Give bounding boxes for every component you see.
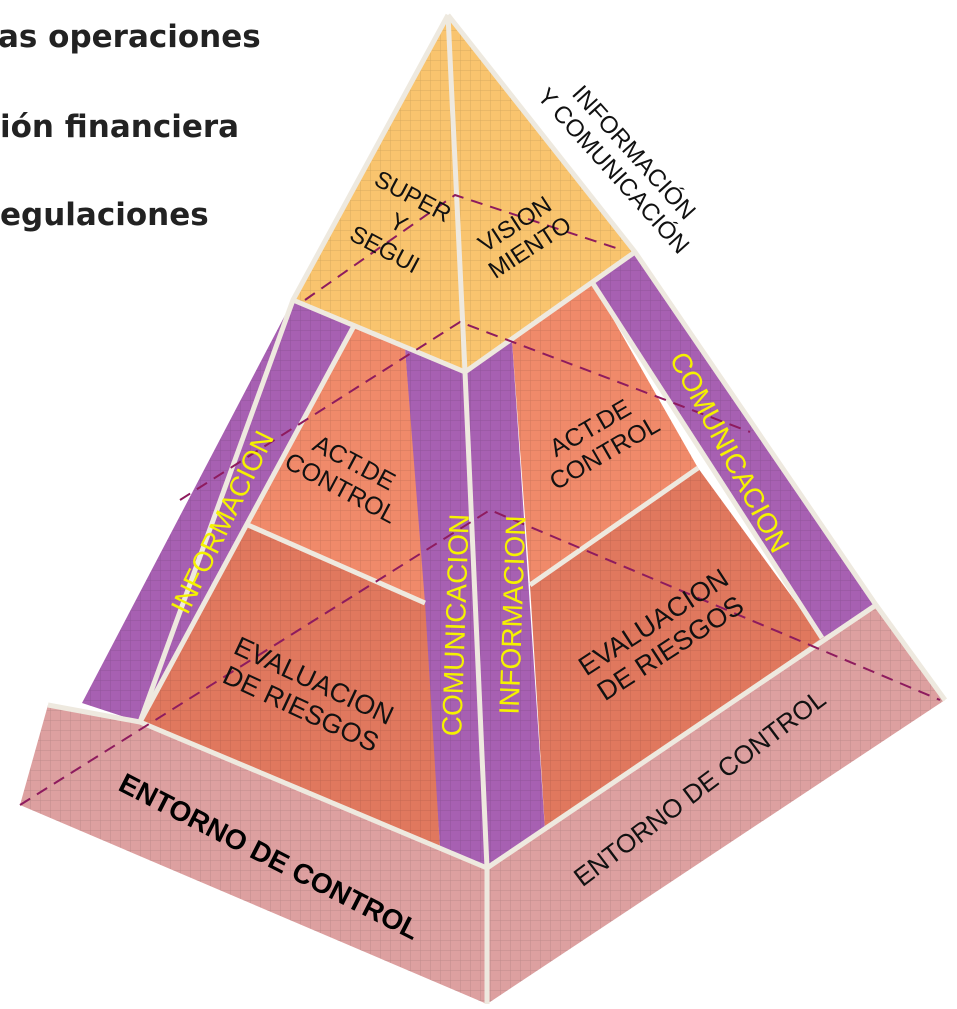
pyramid-edges — [47, 13, 948, 1004]
right-risk-face-texture — [530, 468, 822, 830]
monitoring-face-left-texture — [293, 15, 465, 372]
right-control-face-texture — [512, 282, 698, 585]
center-right-band-text: INFORMACION — [494, 515, 532, 715]
objective-financial-info: ión financiera — [0, 109, 240, 145]
center-right-band-label: INFORMACION — [494, 515, 532, 715]
base-face-right-texture — [487, 605, 945, 1004]
center-right-info-band-texture — [465, 340, 545, 868]
right-comm-band-texture — [592, 252, 876, 638]
center-left-comm-band-texture — [405, 348, 487, 868]
base-face-left-texture — [20, 705, 487, 1004]
left-risk-face-texture — [140, 525, 440, 848]
left-control-face-texture — [248, 324, 425, 603]
objective-operations: as operaciones — [0, 19, 261, 55]
hidden-edges-dashed — [19, 193, 941, 806]
objective-regulations: egulaciones — [0, 197, 209, 233]
